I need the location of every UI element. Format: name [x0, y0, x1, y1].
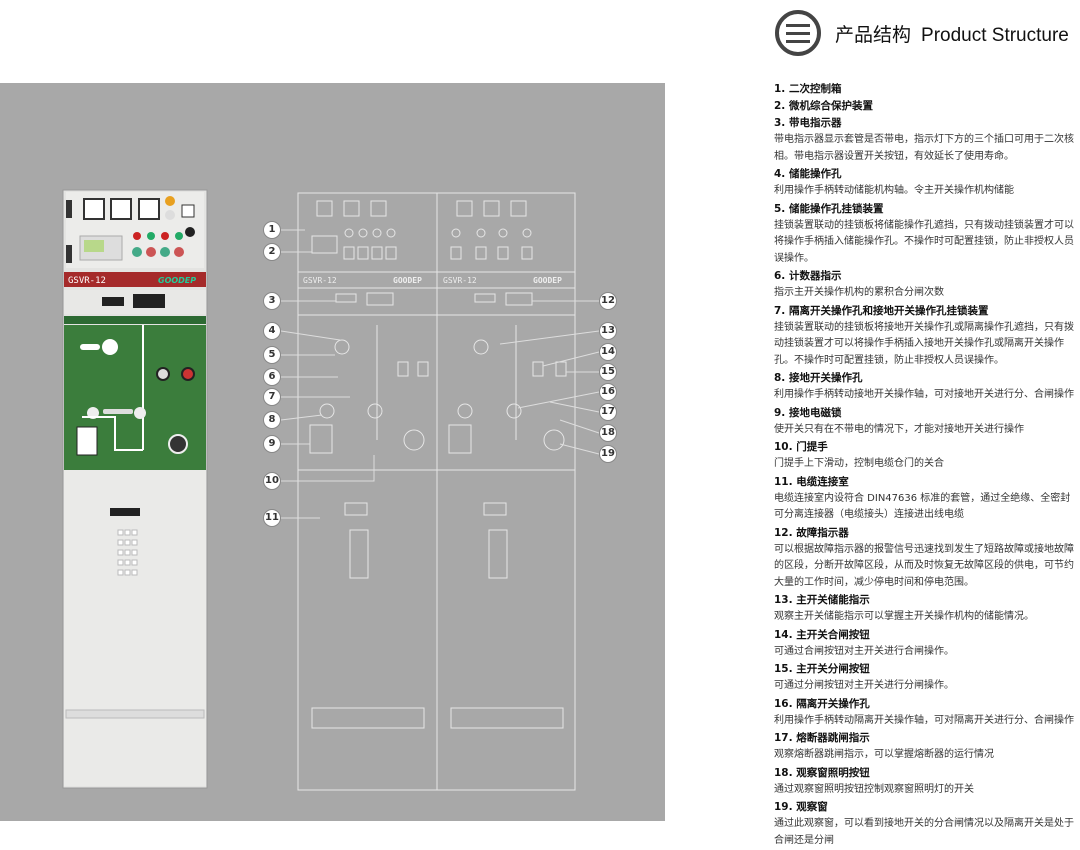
callout-14: 14: [599, 343, 617, 361]
item-title: 1. 二次控制箱: [774, 83, 842, 95]
item-title: 16. 隔离开关操作孔: [774, 697, 870, 710]
structure-item: 15. 主开关分闸按钮可通过分闸按钮对主开关进行分闸操作。: [774, 661, 1080, 695]
brand-logo: GOODEP: [158, 276, 196, 285]
item-description: 电缆连接室内设符合 DIN47636 标准的套管，通过全绝缘、全密封可分离连接器…: [774, 492, 1071, 521]
drawing-model-left: GSVR-12: [303, 276, 337, 285]
item-description: 挂锁装置联动的挂锁板将接地开关操作孔或隔离操作孔遮挡，只有拨动挂锁装置才可以将操…: [774, 321, 1074, 366]
section-title: 产品结构 Product Structure: [835, 20, 1069, 47]
structure-item: 11. 电缆连接室电缆连接室内设符合 DIN47636 标准的套管，通过全绝缘、…: [774, 474, 1080, 524]
item-title: 13. 主开关储能指示: [774, 594, 870, 606]
callout-2: 2: [263, 243, 281, 261]
callout-16: 16: [599, 383, 617, 401]
item-title: 7. 隔离开关操作孔和接地开关操作孔挂锁装置: [774, 304, 989, 317]
drawing-model-right: GSVR-12: [443, 276, 477, 285]
structure-item: 14. 主开关合闸按钮可通过合闸按钮对主开关进行合闸操作。: [774, 627, 1080, 661]
item-title: 10. 门提手: [774, 441, 828, 453]
callout-1: 1: [263, 221, 281, 239]
structure-item: 7. 隔离开关操作孔和接地开关操作孔挂锁装置挂锁装置联动的挂锁板将接地开关操作孔…: [774, 303, 1080, 370]
item-description: 指示主开关操作机构的累积合分闸次数: [774, 287, 944, 298]
item-title: 8. 接地开关操作孔: [774, 372, 863, 384]
item-description: 门提手上下滑动，控制电缆仓门的关合: [774, 458, 944, 469]
callout-8: 8: [263, 411, 281, 429]
item-description: 利用操作手柄转动接地开关操作轴，可对接地开关进行分、合闸操作: [774, 389, 1074, 400]
item-title: 12. 故障指示器: [774, 526, 849, 539]
item-title: 19. 观察窗: [774, 801, 828, 813]
structure-item: 6. 计数器指示指示主开关操作机构的累积合分闸次数: [774, 268, 1080, 302]
callout-7: 7: [263, 388, 281, 406]
item-description: 观察熔断器跳闸指示，可以掌握熔断器的运行情况: [774, 749, 994, 760]
callout-13: 13: [599, 322, 617, 340]
item-title: 5. 储能操作孔挂锁装置: [774, 202, 884, 215]
callout-4: 4: [263, 322, 281, 340]
drawing-brand-right: GOODEP: [533, 276, 562, 285]
callout-19: 19: [599, 445, 617, 463]
callout-9: 9: [263, 435, 281, 453]
structure-item: 1. 二次控制箱: [774, 81, 1080, 98]
structure-item: 10. 门提手门提手上下滑动，控制电缆仓门的关合: [774, 439, 1080, 473]
item-description: 使开关只有在不带电的情况下，才能对接地开关进行操作: [774, 423, 1024, 435]
callout-18: 18: [599, 424, 617, 442]
item-description: 利用操作手柄转动隔离开关操作轴，可对隔离开关进行分、合闸操作: [774, 714, 1074, 726]
drawing-brand-left: GOODEP: [393, 276, 422, 285]
item-description: 带电指示器显示套管是否带电，指示灯下方的三个插口可用于二次核相。带电指示器设置开…: [774, 134, 1074, 162]
structure-item: 3. 带电指示器带电指示器显示套管是否带电，指示灯下方的三个插口可用于二次核相。…: [774, 115, 1080, 165]
structure-item: 2. 微机综合保护装置: [774, 98, 1080, 115]
item-title: 15. 主开关分闸按钮: [774, 663, 870, 675]
structure-item: 19. 观察窗通过此观察窗，可以看到接地开关的分合闸情况以及隔离开关是处于合闸还…: [774, 799, 1080, 849]
item-title: 9. 接地电磁锁: [774, 406, 842, 419]
item-title: 17. 熔断器跳闸指示: [774, 732, 870, 744]
structure-item: 18. 观察窗照明按钮通过观察窗照明按钮控制观察窗照明灯的开关: [774, 765, 1080, 799]
structure-item: 8. 接地开关操作孔利用操作手柄转动接地开关操作轴，可对接地开关进行分、合闸操作: [774, 370, 1080, 404]
structure-item: 13. 主开关储能指示观察主开关储能指示可以掌握主开关操作机构的储能情况。: [774, 592, 1080, 626]
structure-item: 9. 接地电磁锁使开关只有在不带电的情况下，才能对接地开关进行操作: [774, 405, 1080, 439]
item-title: 2. 微机综合保护装置: [774, 100, 873, 112]
structure-item: 5. 储能操作孔挂锁装置挂锁装置联动的挂锁板将储能操作孔遮挡，只有拨动挂锁装置才…: [774, 201, 1080, 268]
title-cn: 产品结构: [835, 24, 912, 46]
item-title: 4. 储能操作孔: [774, 168, 842, 180]
structure-list: 1. 二次控制箱 2. 微机综合保护装置 3. 带电指示器带电指示器显示套管是否带电…: [774, 81, 1080, 850]
item-description: 通过观察窗照明按钮控制观察窗照明灯的开关: [774, 783, 974, 795]
item-description: 可通过分闸按钮对主开关进行分闸操作。: [774, 680, 954, 691]
item-description: 观察主开关储能指示可以掌握主开关操作机构的储能情况。: [774, 611, 1034, 622]
item-title: 3. 带电指示器: [774, 117, 842, 129]
menu-circle-icon: [775, 10, 821, 56]
callout-11: 11: [263, 509, 281, 527]
structure-item: 4. 储能操作孔利用操作手柄转动储能机构轴。令主开关操作机构储能: [774, 166, 1080, 200]
item-description: 挂锁装置联动的挂锁板将储能操作孔遮挡，只有拨动挂锁装置才可以将操作手柄插入储能操…: [774, 219, 1074, 264]
callout-6: 6: [263, 368, 281, 386]
structure-item: 17. 熔断器跳闸指示观察熔断器跳闸指示，可以掌握熔断器的运行情况: [774, 730, 1080, 764]
title-en: Product Structure: [921, 24, 1069, 46]
item-title: 14. 主开关合闸按钮: [774, 628, 870, 641]
section-header: 产品结构 Product Structure: [775, 10, 1069, 56]
structure-item: 12. 故障指示器可以根据故障指示器的报警信号迅速找到发生了短路故障或接地故障的…: [774, 525, 1080, 592]
cabinet-model-label: GSVR-12: [68, 276, 106, 286]
callout-17: 17: [599, 403, 617, 421]
item-title: 6. 计数器指示: [774, 270, 842, 282]
cabinet-photo: GSVR-12 GOODEP: [62, 189, 208, 789]
structure-item: 16. 隔离开关操作孔利用操作手柄转动隔离开关操作轴，可对隔离开关进行分、合闸操…: [774, 696, 1080, 730]
cabinet-line-drawing: GSVR-12 GSVR-12 GOODEP GOODEP: [280, 192, 600, 791]
callout-10: 10: [263, 472, 281, 490]
item-description: 可以根据故障指示器的报警信号迅速找到发生了短路故障或接地故障的区段，分断开故障区…: [774, 543, 1074, 588]
item-description: 利用操作手柄转动储能机构轴。令主开关操作机构储能: [774, 185, 1014, 196]
callout-12: 12: [599, 292, 617, 310]
item-description: 可通过合闸按钮对主开关进行合闸操作。: [774, 645, 954, 657]
callout-15: 15: [599, 363, 617, 381]
callout-5: 5: [263, 346, 281, 364]
item-title: 11. 电缆连接室: [774, 475, 849, 488]
callout-3: 3: [263, 292, 281, 310]
item-title: 18. 观察窗照明按钮: [774, 766, 870, 779]
